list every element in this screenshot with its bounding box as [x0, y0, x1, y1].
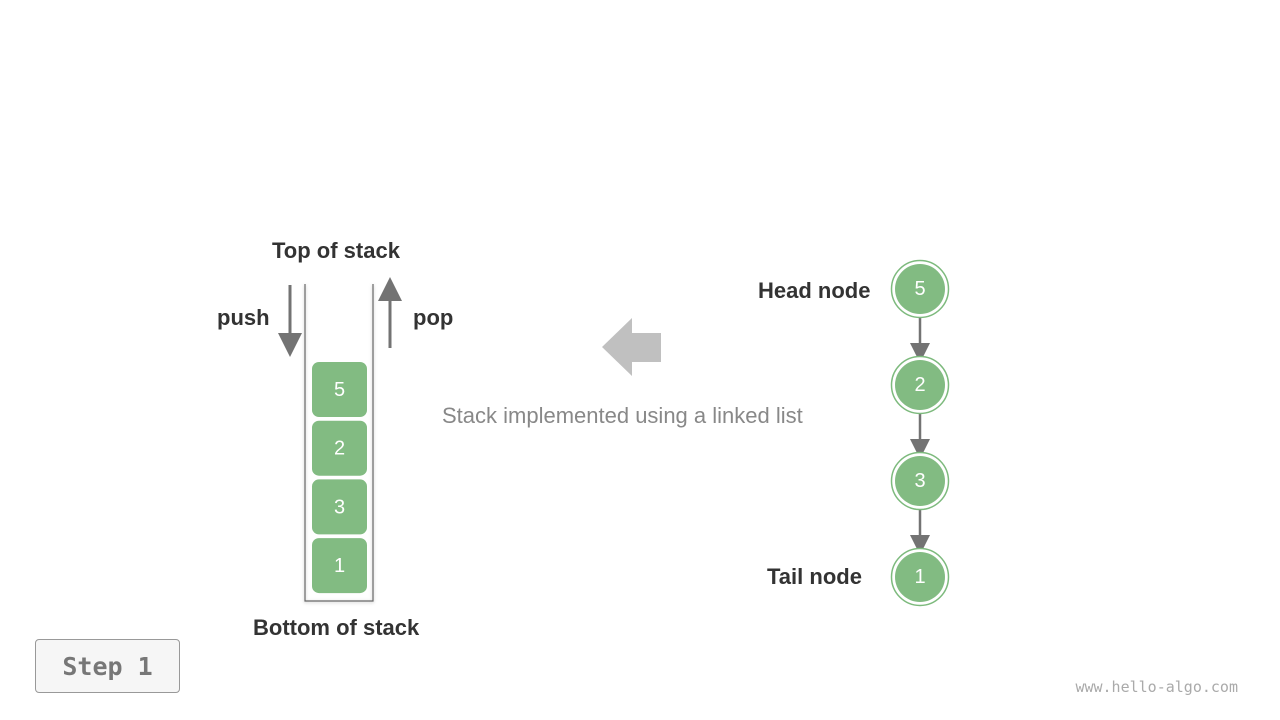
list-node-circle [895, 456, 945, 506]
list-node: 5 [890, 259, 950, 319]
stack-item-box [312, 479, 367, 535]
stack-item-value: 1 [334, 555, 345, 577]
stack-item-value: 2 [334, 438, 345, 460]
list-node-value: 1 [914, 566, 925, 588]
list-node-circle [895, 552, 945, 602]
stack-item: 5 [312, 362, 367, 417]
push-label: push [217, 305, 270, 330]
top-of-stack-label: Top of stack [272, 238, 400, 263]
stack-item-box [312, 362, 367, 417]
stack-container [304, 284, 374, 602]
pop-label: pop [413, 305, 454, 330]
stack-item: 3 [312, 479, 367, 535]
watermark: www.hello-algo.com [1075, 678, 1238, 696]
list-node: 1 [890, 547, 950, 607]
tail-node-label: Tail node [767, 564, 862, 589]
list-node-circle [895, 264, 945, 314]
stack-item-value: 5 [334, 379, 345, 401]
list-node: 2 [890, 355, 950, 415]
bottom-of-stack-label: Bottom of stack [253, 615, 420, 640]
list-node: 3 [890, 451, 950, 511]
list-node-value: 3 [914, 470, 925, 492]
list-node-circle [895, 360, 945, 410]
big-left-arrow-icon [602, 318, 661, 376]
stack-item-box [312, 538, 367, 594]
stack-item: 2 [312, 420, 367, 476]
list-node-value: 5 [914, 278, 925, 300]
stack-item-box [312, 420, 367, 476]
list-node-value: 2 [914, 374, 925, 396]
caption: Stack implemented using a linked list [442, 403, 803, 428]
stack-item: 1 [312, 538, 367, 594]
stack-item-value: 3 [334, 496, 345, 518]
head-node-label: Head node [758, 278, 871, 303]
step-button[interactable]: Step 1 [35, 639, 180, 693]
